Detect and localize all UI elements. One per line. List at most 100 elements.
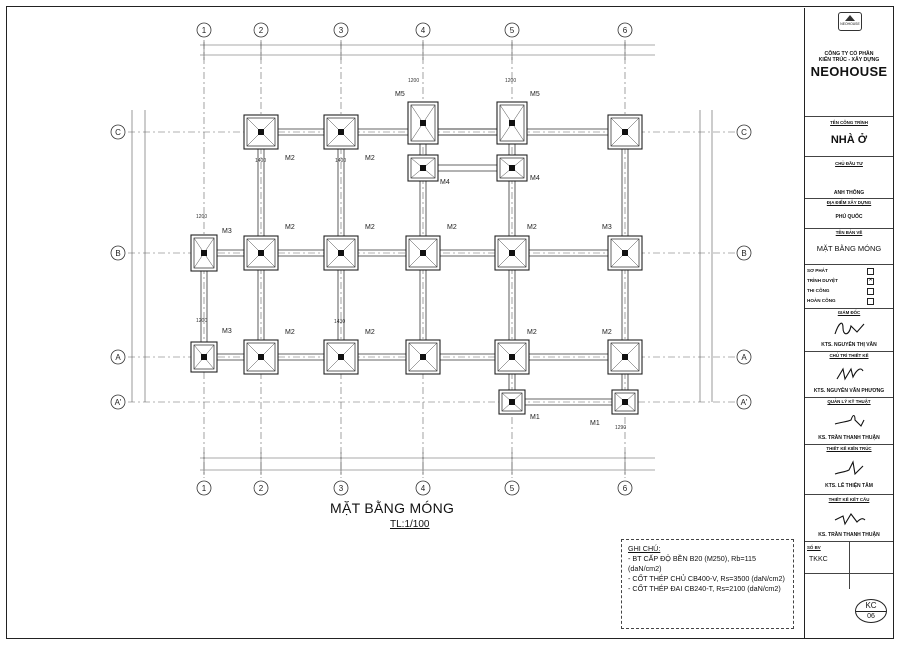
column bbox=[338, 129, 344, 135]
grid-bubble: 5 bbox=[504, 480, 520, 496]
sign-role: GIÁM ĐỐC bbox=[837, 310, 861, 315]
footing-type-label: M2 bbox=[285, 155, 295, 162]
grid-bubble: 2 bbox=[253, 22, 269, 38]
grid-bubble: C bbox=[110, 124, 126, 140]
footing-type-label: M2 bbox=[527, 329, 537, 336]
grid-bubble-label: 1 bbox=[202, 484, 207, 493]
brand-name: NEOHOUSE bbox=[810, 64, 888, 79]
dimension-label: 1430 bbox=[334, 319, 345, 325]
grid-bubble-label: 3 bbox=[339, 26, 344, 35]
grid-bubble-label: 6 bbox=[623, 26, 628, 35]
column bbox=[420, 250, 426, 256]
footing-type-label: M3 bbox=[222, 328, 232, 335]
drawing-title: MẶT BẰNG MÓNG bbox=[330, 500, 455, 516]
column bbox=[258, 129, 264, 135]
signer-name: KTS. NGUYỄN VĂN PHƯƠNG bbox=[813, 388, 885, 394]
column bbox=[420, 165, 426, 171]
column bbox=[420, 120, 426, 126]
sign-role: THIẾT KẾ KIẾN TRÚC bbox=[826, 446, 872, 451]
footing-type-label: M5 bbox=[530, 91, 540, 98]
grid-bubble: A bbox=[736, 349, 752, 365]
grid-bubble-label: 5 bbox=[510, 26, 515, 35]
footing-type-label: M4 bbox=[530, 175, 540, 182]
footing bbox=[323, 339, 359, 375]
grid-bubble-label: C bbox=[115, 128, 121, 137]
grid-bubble-label: A' bbox=[115, 398, 122, 407]
footing bbox=[190, 341, 218, 373]
footing-type-label: M2 bbox=[285, 224, 295, 231]
footing bbox=[323, 235, 359, 271]
footing-type-label: M2 bbox=[365, 329, 375, 336]
footing bbox=[407, 154, 439, 182]
footing bbox=[611, 389, 639, 415]
signature-icon bbox=[834, 414, 865, 427]
status-checkbox[interactable] bbox=[867, 268, 874, 275]
column bbox=[509, 354, 515, 360]
footing bbox=[607, 339, 643, 375]
grid-bubble-label: 3 bbox=[339, 484, 344, 493]
footing-type-label: M2 bbox=[285, 329, 295, 336]
grid-bubble: A' bbox=[736, 394, 752, 410]
dimension-label: 1290 bbox=[615, 425, 626, 431]
grid-bubble-label: B bbox=[741, 249, 746, 258]
notes-header: GHI CHÚ: bbox=[628, 544, 661, 553]
signature-icon bbox=[834, 322, 865, 335]
status-label: TRÌNH DUYỆT bbox=[807, 278, 838, 283]
sheet-name-label: TÊN BẢN VẼ bbox=[835, 230, 863, 235]
column bbox=[201, 354, 207, 360]
status-checkbox[interactable] bbox=[867, 288, 874, 295]
status-label: HOÀN CÔNG bbox=[807, 298, 836, 303]
location-label: ĐỊA ĐIỂM XÂY DỰNG bbox=[826, 200, 872, 205]
grid-bubble: 6 bbox=[617, 480, 633, 496]
dimension-label: 1400 bbox=[255, 158, 266, 164]
grid-bubble: 3 bbox=[333, 22, 349, 38]
footing bbox=[323, 114, 359, 150]
column bbox=[622, 354, 628, 360]
tie-beam bbox=[512, 398, 625, 406]
grid-bubble-label: 6 bbox=[623, 484, 628, 493]
grid-bubble-label: 5 bbox=[510, 484, 515, 493]
dimension-label: 1400 bbox=[335, 158, 346, 164]
tie-beam bbox=[419, 110, 427, 357]
footing bbox=[190, 234, 218, 272]
status-checkbox[interactable] bbox=[867, 298, 874, 305]
column bbox=[509, 399, 515, 405]
drawing-sheet-border bbox=[6, 6, 894, 639]
footing-type-label: M2 bbox=[602, 329, 612, 336]
company-name: CÔNG TY CỔ PHẦN KIẾN TRÚC - XÂY DỰNG bbox=[818, 51, 880, 63]
grid-bubble: B bbox=[110, 245, 126, 261]
footing bbox=[494, 339, 530, 375]
grid-bubble-label: A bbox=[741, 353, 747, 362]
footing bbox=[405, 339, 441, 375]
grid-bubble: A' bbox=[110, 394, 126, 410]
grid-bubble: 1 bbox=[196, 22, 212, 38]
sign-role: CHỦ TRÌ THIẾT KẾ bbox=[829, 353, 869, 358]
column bbox=[509, 165, 515, 171]
project-label: TÊN CÔNG TRÌNH bbox=[830, 120, 868, 125]
footing bbox=[407, 101, 439, 145]
note-line: - CỐT THÉP CHỦ CB400-V, Rs=3500 (daN/cm2… bbox=[628, 574, 785, 583]
grid-bubble-label: 2 bbox=[259, 484, 264, 493]
footing-type-label: M5 bbox=[395, 91, 405, 98]
signature-icon bbox=[834, 513, 866, 526]
footing-type-label: M2 bbox=[365, 224, 375, 231]
sign-role: QUẢN LÝ KỸ THUẬT bbox=[827, 399, 871, 404]
sheet-code: KC 06 bbox=[855, 599, 887, 623]
footing-type-label: M1 bbox=[530, 414, 540, 421]
column bbox=[622, 399, 628, 405]
owner-name: ANH THÔNG bbox=[833, 190, 865, 196]
note-line: - BT CẤP ĐỘ BỀN B20 (M250), Rb=115 (daN/… bbox=[628, 554, 757, 573]
grid-bubble: 5 bbox=[504, 22, 520, 38]
grid-bubble-label: 1 bbox=[202, 26, 207, 35]
footing bbox=[405, 235, 441, 271]
grid-bubble: B bbox=[736, 245, 752, 261]
column bbox=[509, 250, 515, 256]
footing bbox=[243, 114, 279, 150]
signer-name: KTS. LÊ THIỆN TÂM bbox=[825, 483, 873, 489]
column bbox=[201, 250, 207, 256]
footing-type-label: M3 bbox=[222, 228, 232, 235]
grid-bubble: 3 bbox=[333, 480, 349, 496]
status-checkbox-checked[interactable]: ✕ bbox=[867, 277, 874, 285]
column bbox=[420, 354, 426, 360]
